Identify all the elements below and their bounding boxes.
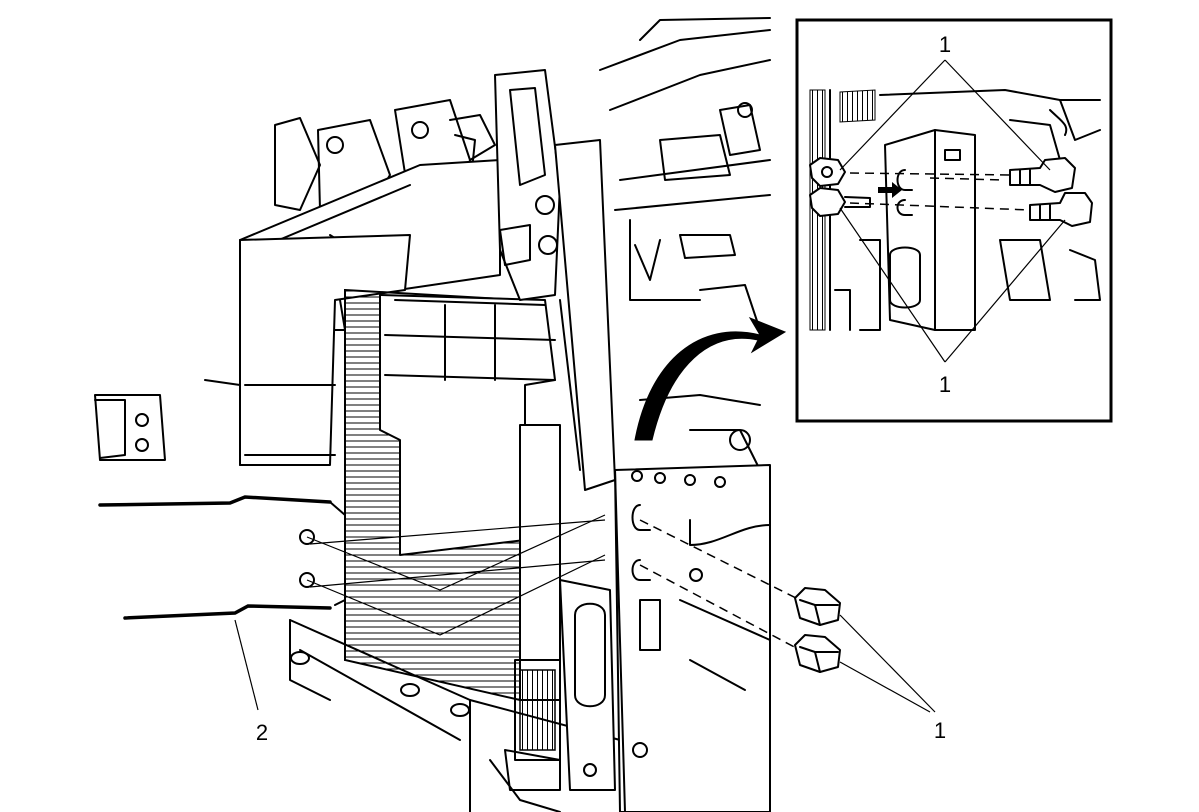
callout-1-label: 1 [934, 718, 946, 743]
callout-leader-lines-main [839, 614, 936, 713]
inset-leader-top-right [944, 59, 1051, 171]
radiator-support-vertical-strut [554, 139, 616, 491]
inset-direction-arrow [878, 182, 902, 198]
inset-callout-1-top: 1 [939, 32, 951, 57]
left-frame-flange [559, 579, 616, 791]
bracket-slot-upper [631, 504, 651, 531]
mounting-bolt-lower [794, 634, 841, 673]
mounting-bolt-upper [794, 587, 841, 626]
bar-end-bracket [94, 394, 166, 461]
radiator-support-upper-bracket [494, 69, 561, 301]
radiator-mounting-bracket [614, 464, 771, 812]
bumper-reinforcement-bar [94, 394, 346, 620]
bolt-alignment-lines [306, 514, 801, 651]
callout-2-label: 2 [256, 720, 268, 745]
bracket-slot-lower [631, 559, 651, 581]
inset-mounting-plate [884, 129, 976, 331]
radiator-assembly [204, 17, 787, 812]
radiator-side-tank [519, 424, 561, 701]
inset-leader-bottom-left [839, 207, 946, 363]
inset-leader-bottom-right [944, 219, 1066, 363]
callout-2-leader [234, 619, 259, 711]
inset-bolt-left-lower [809, 187, 871, 217]
inset-leader-top-left [839, 59, 946, 171]
detail-inset: 1 1 [795, 18, 1113, 423]
upper-tie-bar [599, 29, 771, 71]
inset-callout-1-bottom: 1 [939, 372, 951, 397]
inset-bolt-left-upper [809, 157, 846, 187]
inset-bolt-right-lower [1029, 192, 1093, 227]
detail-view-arrow [634, 316, 787, 441]
inset-bolt-right-upper [1009, 157, 1076, 193]
left-mount-bracket [274, 117, 321, 211]
